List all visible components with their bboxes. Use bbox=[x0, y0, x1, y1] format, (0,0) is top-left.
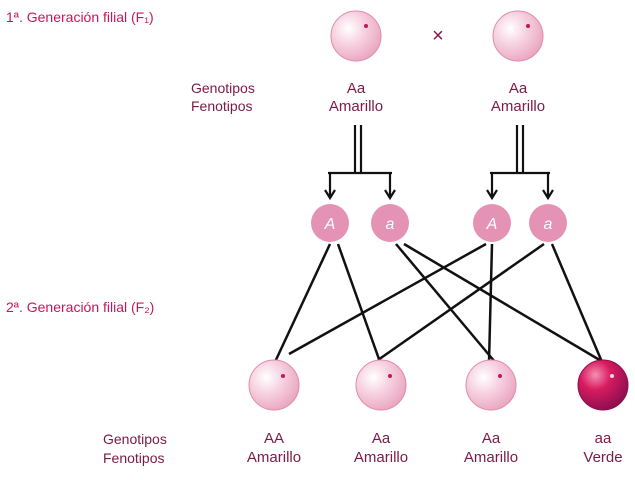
gamete-1: A bbox=[311, 204, 349, 242]
offspring-1-phenotype: Amarillo bbox=[247, 449, 301, 466]
offspring-pea-3 bbox=[465, 359, 517, 411]
offspring-pea-4 bbox=[577, 359, 629, 411]
offspring-4-phenotype: Verde bbox=[583, 449, 622, 466]
offspring-pea-2 bbox=[355, 359, 407, 411]
gamete-4-label: a bbox=[544, 216, 553, 233]
f1-genotype-label: Genotipos bbox=[191, 80, 255, 96]
offspring-pea-1 bbox=[248, 359, 300, 411]
parent-right-connector bbox=[486, 125, 554, 201]
offspring-2-phenotype: Amarillo bbox=[354, 449, 408, 466]
parent-left-genotype: Aa bbox=[347, 80, 366, 97]
gamete-1-label: A bbox=[324, 216, 336, 233]
offspring-1-genotype: AA bbox=[264, 430, 284, 447]
offspring-2-genotype: Aa bbox=[372, 430, 391, 447]
f2-phenotype-label: Fenotipos bbox=[103, 450, 164, 466]
parent-left-connector bbox=[324, 125, 396, 201]
gamete-2: a bbox=[371, 204, 409, 242]
offspring-3-phenotype: Amarillo bbox=[464, 449, 518, 466]
cross-symbol: × bbox=[432, 25, 444, 47]
f2-genotype-label: Genotipos bbox=[103, 431, 167, 447]
parent-right-genotype: Aa bbox=[509, 80, 528, 97]
f1-title: 1ª. Generación filial (F₁) bbox=[6, 9, 154, 25]
gamete-4: a bbox=[529, 204, 567, 242]
f2-title: 2ª. Generación filial (F₂) bbox=[6, 299, 154, 315]
gamete-2-label: a bbox=[386, 216, 395, 233]
parent-left-phenotype: Amarillo bbox=[329, 98, 383, 115]
gamete-3: A bbox=[473, 204, 511, 242]
gamete-3-label: A bbox=[486, 216, 498, 233]
fertilization-lines bbox=[273, 242, 604, 364]
parent-pea-left bbox=[330, 10, 382, 62]
offspring-3-genotype: Aa bbox=[482, 430, 501, 447]
parent-right-phenotype: Amarillo bbox=[491, 98, 545, 115]
parent-pea-right bbox=[492, 10, 544, 62]
offspring-4-genotype: aa bbox=[595, 430, 612, 447]
f1-phenotype-label: Fenotipos bbox=[191, 98, 252, 114]
